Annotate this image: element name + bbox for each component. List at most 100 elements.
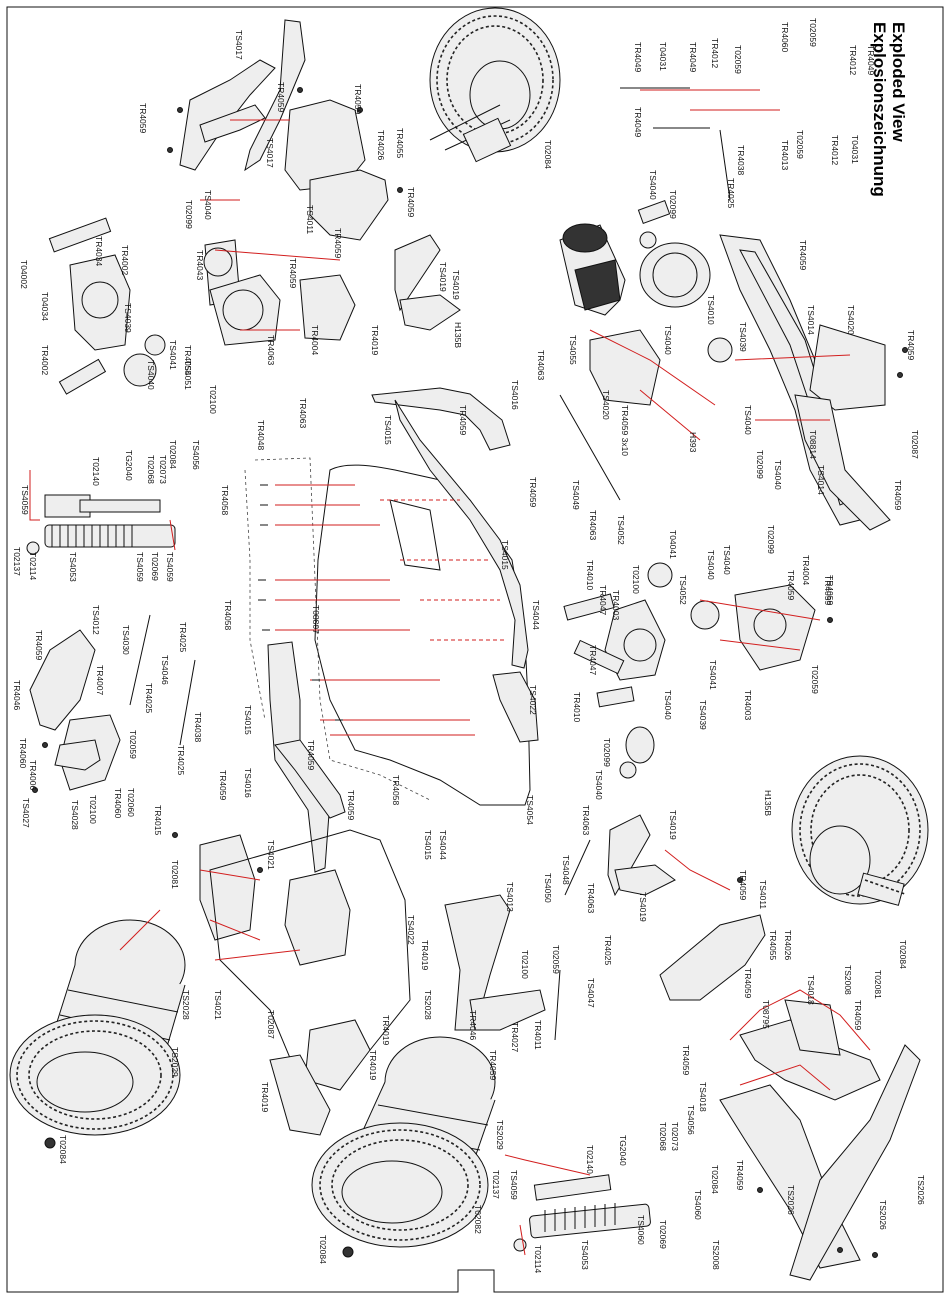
- motor: [559, 223, 626, 316]
- part-label: T02140: [91, 457, 101, 486]
- part-label: TR4025: [144, 683, 154, 714]
- part-label: TS4019: [638, 892, 648, 922]
- part-label: TS4039: [123, 303, 133, 333]
- part-label: TR4059: [138, 103, 148, 134]
- part-label: TS4022: [528, 685, 538, 715]
- front-shock-right: [513, 1174, 651, 1252]
- part-label: TS4047: [586, 978, 596, 1008]
- part-label: T02084: [168, 440, 178, 469]
- part-label: TR4059: [906, 330, 916, 361]
- part-label: TR4012: [710, 38, 720, 69]
- part-label: TR4019: [370, 325, 380, 356]
- part-label: TS2029: [495, 1120, 505, 1150]
- part-label: T04002: [19, 260, 29, 289]
- part-label: TR4060: [113, 788, 123, 819]
- part-label: TS4041: [708, 660, 718, 690]
- part-labels: TS4017 TR4059 TR4059 TR4059 TR4026 TR405…: [12, 18, 926, 1273]
- part-label: T02114: [28, 552, 38, 580]
- part-label: TR4049: [633, 107, 643, 138]
- part-label: TS4053: [68, 552, 78, 582]
- part-label: TS4040: [773, 460, 783, 490]
- part-label: TR4027: [510, 1022, 520, 1053]
- part-label: TS2026: [786, 1185, 796, 1215]
- part-label: TR4002: [40, 345, 50, 376]
- part-label: TR4059: [823, 575, 833, 606]
- part-label: TR4049: [688, 42, 698, 73]
- part-label: TR4059 3x10: [620, 405, 630, 456]
- part-label: T02100: [520, 950, 530, 979]
- part-label: TS4052: [616, 515, 626, 545]
- part-label: T08795: [761, 1000, 771, 1029]
- part-label: TR4063: [586, 883, 596, 914]
- part-label: TS4017: [234, 30, 244, 60]
- part-label: TR4059: [34, 630, 44, 661]
- part-label: TR4013: [780, 140, 790, 171]
- part-label: TR4060: [780, 22, 790, 53]
- part-label: T02100: [631, 565, 641, 594]
- part-label: TS4051: [183, 360, 193, 390]
- part-label: TR4058: [391, 775, 401, 806]
- part-label: TR4063: [581, 805, 591, 836]
- front-wheel-right: [429, 7, 561, 163]
- part-label: T02069: [658, 1220, 668, 1249]
- rear-upper-brace: [371, 387, 529, 669]
- part-label: T02084: [543, 140, 553, 169]
- part-label: T02084: [318, 1235, 328, 1264]
- screws: [32, 87, 908, 1258]
- part-label: TR4059: [406, 187, 416, 218]
- part-label: TR4059: [893, 480, 903, 511]
- part-label: TR4025: [726, 178, 736, 209]
- part-label: T04031: [850, 135, 860, 164]
- part-label: TS4019: [451, 270, 461, 300]
- part-label: TS4059: [509, 1170, 519, 1200]
- part-label: T02081: [170, 860, 180, 889]
- part-label: T02059: [795, 130, 805, 159]
- part-label: T02059: [733, 45, 743, 74]
- part-label: T02084: [58, 1135, 68, 1164]
- part-label: TR4047: [598, 585, 608, 616]
- part-label: T02100: [208, 385, 218, 414]
- shock-tower-front: [659, 914, 766, 1001]
- part-label: T02099: [755, 450, 765, 479]
- part-label: TG2040: [618, 1135, 628, 1166]
- rear-arm-right: [444, 894, 546, 1031]
- part-label: T02069: [150, 552, 160, 581]
- part-label: TS4040: [663, 690, 673, 720]
- part-label: TR4059: [738, 870, 748, 901]
- part-label: TS4040: [743, 405, 753, 435]
- part-label: T02059: [810, 665, 820, 694]
- part-label: T02059: [128, 730, 138, 759]
- part-label: TS4059: [20, 485, 30, 515]
- part-label: TR4004: [801, 555, 811, 586]
- part-label: TS4016: [510, 380, 520, 410]
- part-label: TR4048: [256, 420, 266, 451]
- part-label: TR4059: [488, 1050, 498, 1081]
- part-label: TR4019: [381, 1015, 391, 1046]
- part-label: TS4011: [305, 205, 315, 234]
- part-label: TS4019: [668, 810, 678, 840]
- chassis-side-rail: [267, 641, 346, 873]
- part-label: TS4020: [846, 305, 856, 335]
- part-label: TS4015: [243, 705, 253, 735]
- part-label: TG2040: [124, 450, 134, 481]
- battery-brace: [492, 671, 539, 743]
- part-label: TR4059: [853, 1000, 863, 1031]
- part-label: T04034: [40, 292, 50, 321]
- front-suspension-arm-left: [719, 999, 921, 1281]
- part-label: T02087: [910, 430, 920, 459]
- center-diff-assembly: [209, 274, 356, 346]
- part-label: TS2028: [181, 990, 191, 1020]
- part-label: TR4043: [195, 250, 205, 281]
- part-label: TS2026: [916, 1175, 926, 1205]
- shock-tower-rear: [284, 99, 389, 241]
- part-label: TR4019: [368, 1050, 378, 1081]
- part-label: TR4012: [830, 135, 840, 166]
- part-label: TS4014: [816, 465, 826, 495]
- part-label: TR4063: [536, 350, 546, 381]
- part-label: TS4059: [135, 552, 145, 582]
- part-label: TR4019: [420, 940, 430, 971]
- part-label: TS4055: [568, 335, 578, 365]
- part-label: TR4059: [306, 740, 316, 771]
- part-label: TR4058: [220, 485, 230, 516]
- part-label: TS4014: [806, 305, 816, 335]
